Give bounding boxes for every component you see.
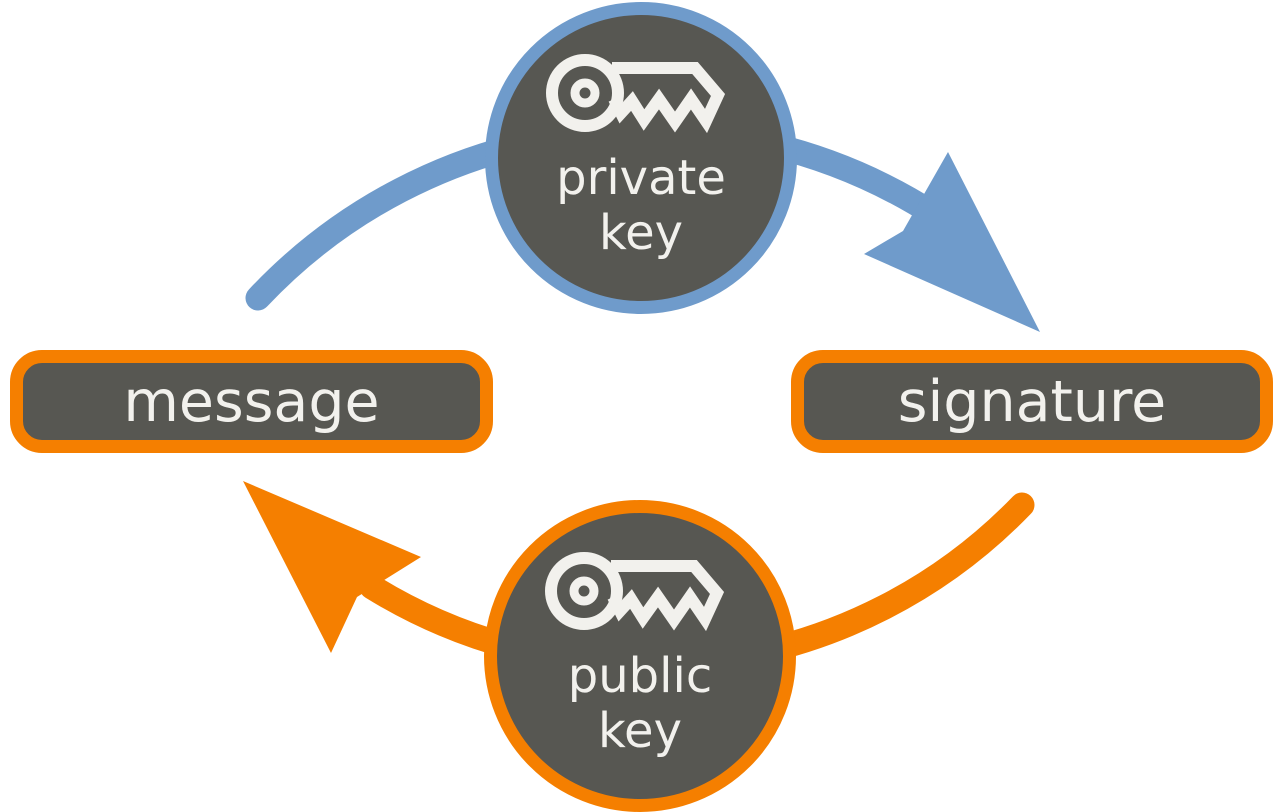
public-key-node: public key (484, 500, 796, 812)
public-key-label-line1: public (567, 648, 713, 704)
signing-arrowhead-icon (864, 152, 1040, 332)
public-key-label-line2: key (597, 703, 682, 759)
key-icon (546, 54, 726, 134)
key-icon (545, 552, 725, 632)
verification-arrowhead-icon (243, 481, 421, 653)
public-key-label: public key (568, 649, 712, 759)
signature-node: signature (791, 350, 1273, 453)
message-node: message (10, 350, 493, 453)
private-key-label-line1: private (556, 150, 726, 206)
private-key-label-line2: key (598, 205, 684, 261)
private-key-node: private key (485, 2, 797, 314)
signature-label: signature (897, 368, 1167, 435)
message-label: message (123, 368, 380, 435)
private-key-label: private key (556, 151, 726, 261)
